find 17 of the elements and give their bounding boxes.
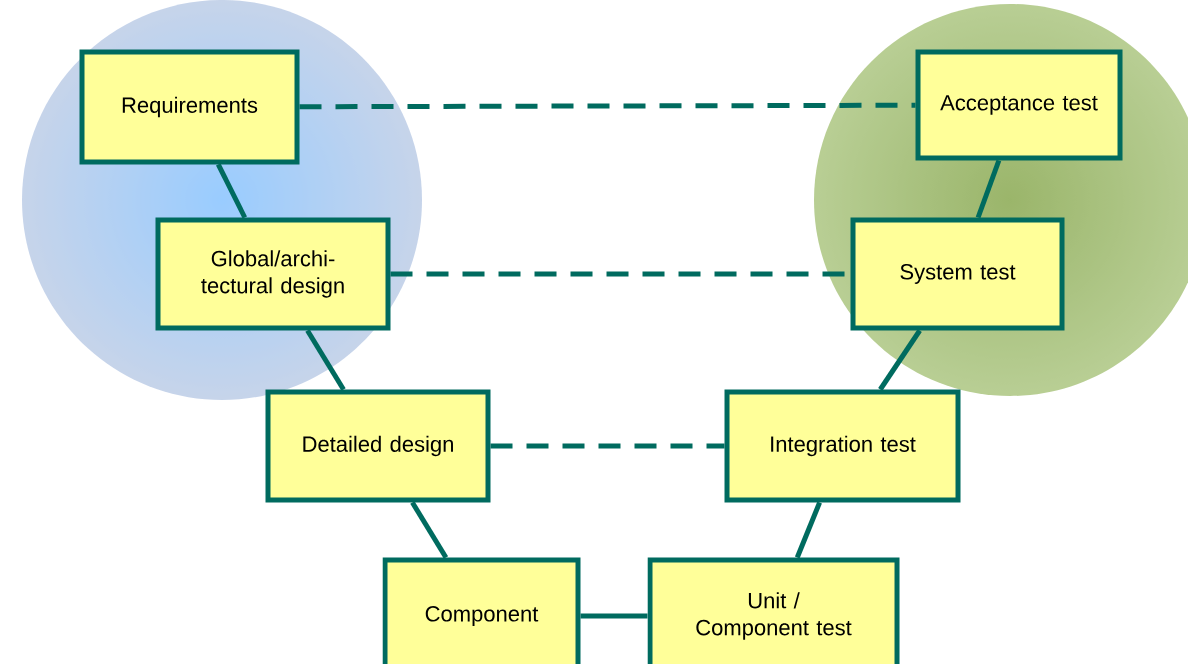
connector-line <box>305 329 346 391</box>
connector-line <box>878 329 922 391</box>
process-box: Unit / Component test <box>647 557 900 664</box>
process-box: Integration test <box>724 389 961 503</box>
connector-line <box>580 613 648 619</box>
connector-line <box>216 163 248 219</box>
process-box: Requirements <box>79 49 300 165</box>
process-box: Component <box>382 557 581 664</box>
process-box: Detailed design <box>265 389 491 503</box>
connector-line <box>490 443 725 449</box>
process-box: Global/archi- tectural design <box>155 217 391 331</box>
connector-line <box>794 501 822 559</box>
process-box: Acceptance test <box>915 49 1123 161</box>
process-box: System test <box>850 217 1065 331</box>
connector-line <box>410 501 449 559</box>
connector-line <box>299 102 916 110</box>
connector-line <box>975 159 1002 219</box>
